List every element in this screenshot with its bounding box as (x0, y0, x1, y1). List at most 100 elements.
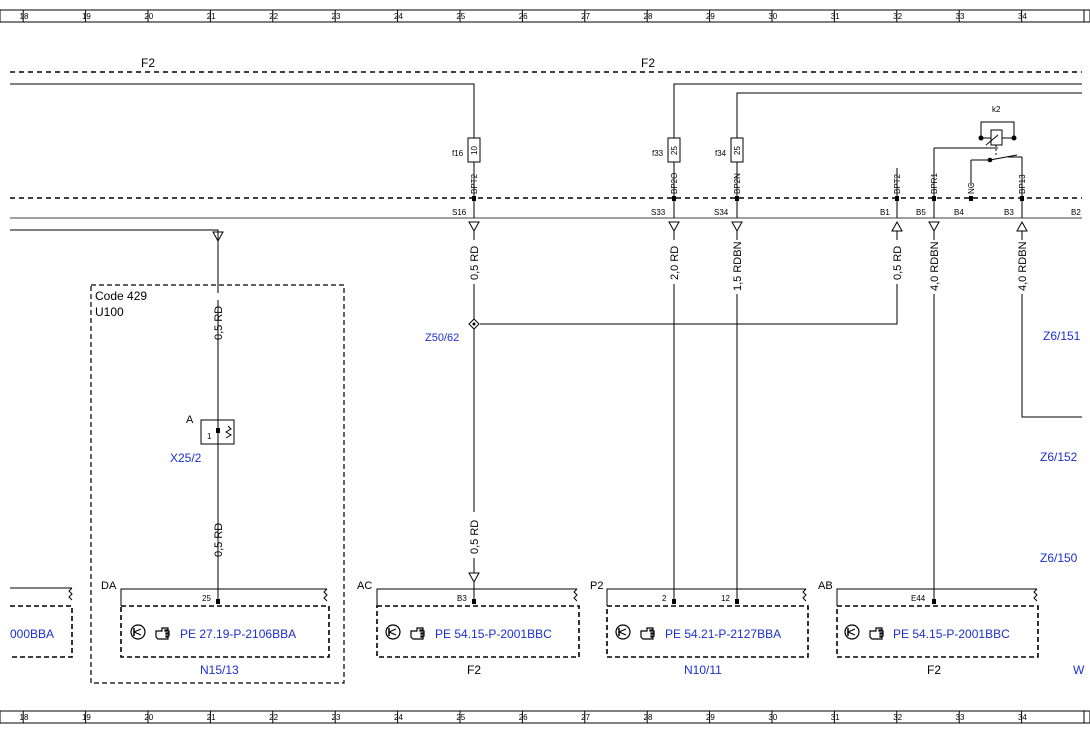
pointing-hand-icon (410, 627, 425, 640)
svg-text:1,5 RDBN: 1,5 RDBN (732, 241, 744, 291)
module-f2-ab[interactable]: AB E44 PE 54.15-P-2001BBC F2 (818, 580, 1039, 677)
svg-text:N10/11: N10/11 (684, 663, 722, 677)
svg-text:F2: F2 (927, 663, 941, 677)
ruler-label: 21 (207, 713, 216, 722)
svg-text:PE 54.15-P-2001BBC: PE 54.15-P-2001BBC (435, 627, 552, 641)
module-f2-ac[interactable]: AC B3 PE 54.15-P-2001BBC F2 (357, 580, 580, 677)
ruler-label: 23 (332, 713, 341, 722)
wire-runs (473, 231, 1082, 600)
ruler-label: 19 (82, 713, 91, 722)
svg-text:B3: B3 (457, 594, 467, 603)
ruler-label: 29 (706, 12, 715, 21)
svg-text:f16: f16 (452, 149, 464, 158)
ruler-label: 31 (831, 713, 840, 722)
ruler-label: 19 (82, 12, 91, 21)
ref-z6-150[interactable]: Z6/150 (1040, 551, 1078, 565)
svg-text:N15/13: N15/13 (200, 663, 239, 677)
svg-text:10: 10 (470, 146, 479, 155)
ground-symbol-icon (615, 624, 631, 640)
fuse-f16[interactable]: 10 f16 (452, 137, 481, 163)
svg-text:PE 54.21-P-2127BBA: PE 54.21-P-2127BBA (665, 627, 781, 641)
svg-text:4,0 RDBN: 4,0 RDBN (929, 241, 941, 291)
ruler-label: 30 (768, 12, 777, 21)
svg-text:25: 25 (733, 146, 742, 155)
ruler-label: 25 (456, 713, 465, 722)
wire-labels: 0,5 RD 0,5 RD 0,5 RD 2,0 RD 1,5 RDBN 0,5… (212, 240, 1029, 560)
relay-k2[interactable]: k2 (896, 105, 1023, 198)
svg-text:PE 54.15-P-2001BBC: PE 54.15-P-2001BBC (893, 627, 1010, 641)
svg-text:0,5 RD: 0,5 RD (469, 246, 481, 280)
ruler-label: 25 (456, 12, 465, 21)
svg-text:F2: F2 (467, 663, 481, 677)
svg-text:000BBA: 000BBA (10, 627, 54, 641)
ruler-label: 32 (893, 12, 902, 21)
connector-x25-2[interactable]: A 1 X25/2 (170, 414, 235, 465)
svg-text:f33: f33 (652, 149, 664, 158)
option-box-code-429: Code 429 U100 (90, 284, 345, 684)
ruler-label: 28 (644, 713, 653, 722)
ruler-label: 20 (144, 713, 153, 722)
module-partial-left[interactable]: 000BBA (10, 587, 73, 658)
ref-z6-152[interactable]: Z6/152 (1040, 450, 1078, 464)
pin-label-bpt2-relay: BPT2 (893, 173, 902, 194)
splice-z50-62[interactable]: Z50/62 (425, 318, 480, 344)
connection-arrows (212, 220, 1028, 584)
ruler-label: 26 (519, 12, 528, 21)
node-s16: S16 (452, 208, 467, 217)
svg-text:A: A (186, 414, 194, 426)
pin-label-bp2n: BP2N (733, 173, 742, 194)
ruler-label: 22 (269, 713, 278, 722)
ruler-label: 29 (706, 713, 715, 722)
svg-text:0,5 RD: 0,5 RD (469, 520, 481, 554)
ruler-label: 26 (519, 713, 528, 722)
pin-label-bp13: BP13 (1018, 174, 1027, 194)
svg-text:12: 12 (721, 594, 730, 603)
node-s34: S34 (714, 208, 729, 217)
node-b5: B5 (916, 208, 926, 217)
ruler-label: 24 (394, 12, 403, 21)
svg-text:2: 2 (662, 594, 667, 603)
pointing-hand-icon (155, 627, 170, 640)
ruler-label: 28 (644, 12, 653, 21)
fuse-f34[interactable]: 25 f34 (715, 137, 744, 163)
svg-text:0,5 RD: 0,5 RD (213, 523, 225, 557)
bus-label-right: F2 (641, 56, 655, 70)
ruler-label: 32 (893, 713, 902, 722)
pin-label-bp2o: BP2O (670, 173, 679, 194)
pointing-hand-icon (869, 627, 884, 640)
ruler-label: 24 (394, 713, 403, 722)
module-n10-11[interactable]: P2 2 12 PE 54.21-P-2127BBA N10/11 (590, 580, 809, 677)
bus-label-left: F2 (141, 56, 155, 70)
pointing-hand-icon (640, 627, 655, 640)
ruler-label: 18 (20, 713, 29, 722)
svg-text:AC: AC (357, 580, 372, 592)
ruler-label: 20 (144, 12, 153, 21)
fuse-f33[interactable]: 25 f33 (652, 137, 681, 163)
node-b2: B2 (1071, 208, 1081, 217)
svg-text:f34: f34 (715, 149, 727, 158)
module-n15-13[interactable]: DA 25 PE 27.19-P-2106BBA N15/13 (101, 580, 330, 677)
svg-text:25: 25 (202, 594, 211, 603)
ruler-label: 33 (956, 12, 965, 21)
ruler-label: 30 (768, 713, 777, 722)
svg-text:Code 429: Code 429 (95, 289, 147, 303)
svg-text:0,5 RD: 0,5 RD (213, 306, 225, 340)
ground-symbol-icon (385, 624, 401, 640)
svg-text:E44: E44 (911, 594, 926, 603)
svg-text:AB: AB (818, 580, 833, 592)
ref-z6-151[interactable]: Z6/151 (1043, 329, 1081, 343)
ref-w[interactable]: W (1073, 663, 1085, 677)
svg-text:4,0 RDBN: 4,0 RDBN (1017, 241, 1029, 291)
svg-text:Z50/62: Z50/62 (425, 332, 459, 344)
svg-text:k2: k2 (992, 105, 1001, 114)
pin-label-nc: NC (967, 182, 976, 194)
node-b4: B4 (954, 208, 964, 217)
ruler-label: 31 (831, 12, 840, 21)
supply-wires (10, 83, 1082, 198)
ground-symbol-icon (844, 624, 860, 640)
node-b3: B3 (1004, 208, 1014, 217)
pin-stubs (472, 196, 1024, 201)
ruler-label: 23 (332, 12, 341, 21)
